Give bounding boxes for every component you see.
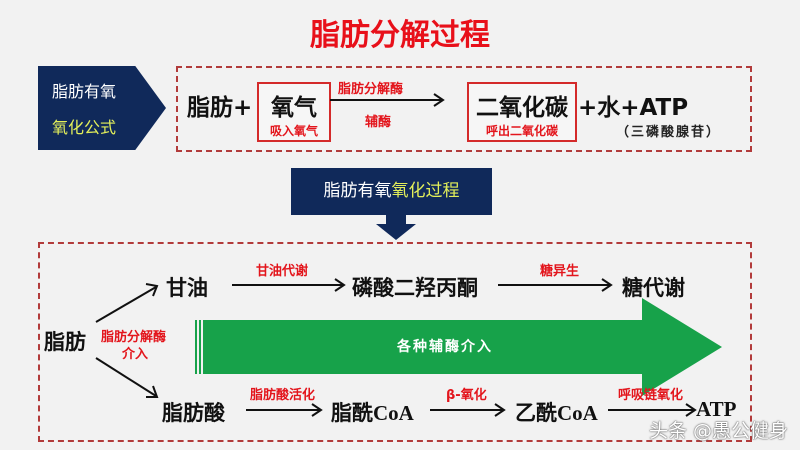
atp-note: （三磷酸腺苷）: [616, 125, 722, 140]
atp-node: ATP: [696, 397, 737, 421]
arrow-to-fatty-acid: [95, 357, 157, 397]
coenzyme-label: 各种辅酶介入: [397, 339, 493, 355]
process-header: 脂肪有氧氧化过程: [291, 168, 492, 215]
fat-node: 脂肪: [44, 330, 86, 354]
activation-label: 脂肪酸活化: [250, 388, 316, 403]
co2-note: 呼出二氧化碳: [485, 124, 558, 138]
acyl-coa-node: 脂酰CoA: [331, 401, 414, 425]
formula-arrow: [330, 93, 445, 107]
oxygen-label: 氧气: [271, 95, 317, 121]
acetyl-coa-node: 乙酰CoA: [515, 401, 598, 425]
fat-enzyme-line2: 介入: [122, 347, 149, 362]
enzyme-bottom-label: 辅酶: [365, 115, 392, 130]
badge-line1: 脂肪有氧: [52, 82, 117, 101]
formula-box: [176, 66, 752, 152]
process-box: [38, 242, 752, 442]
watermark: 头条 @愚公健身: [648, 420, 788, 442]
fat-enzyme-line1: 脂肪分解酶: [101, 330, 167, 345]
enzyme-top-label: 脂肪分解酶: [338, 82, 404, 97]
process-header-part1: 脂肪有氧: [323, 181, 392, 201]
gluconeogenesis-label: 糖异生: [540, 264, 580, 279]
down-arrow-icon: [376, 214, 416, 240]
arrow-to-fatty-acid-head: [146, 385, 159, 398]
co2-box: 二氧化碳 呼出二氧化碳: [467, 82, 577, 142]
page-title: 脂肪分解过程: [310, 18, 490, 53]
products: +水+ATP: [578, 95, 689, 121]
arrow-to-glycerol-head: [145, 283, 159, 297]
badge-line2: 氧化公式: [52, 118, 117, 137]
glycerol-step-label: 甘油代谢: [256, 264, 309, 279]
sugar-metabolism-node: 糖代谢: [622, 276, 685, 300]
dhap-node: 磷酸二羟丙酮: [352, 276, 478, 300]
glycerol-node: 甘油: [166, 276, 208, 300]
oxygen-note: 吸入氧气: [269, 124, 318, 138]
arrow-to-glycerol: [95, 286, 157, 323]
process-header-part2: 氧化过程: [391, 181, 460, 201]
formula-badge: 脂肪有氧 氧化公式: [38, 66, 166, 150]
beta-oxidation-label: β-氧化: [446, 388, 487, 403]
fat-plus: 脂肪+: [187, 95, 253, 121]
respiratory-chain-label: 呼吸链氧化: [618, 388, 684, 403]
fatty-acid-node: 脂肪酸: [162, 401, 225, 425]
coenzyme-green-arrow: [195, 298, 722, 396]
oxygen-box: 氧气 吸入氧气: [257, 82, 331, 142]
co2-label: 二氧化碳: [476, 95, 568, 121]
